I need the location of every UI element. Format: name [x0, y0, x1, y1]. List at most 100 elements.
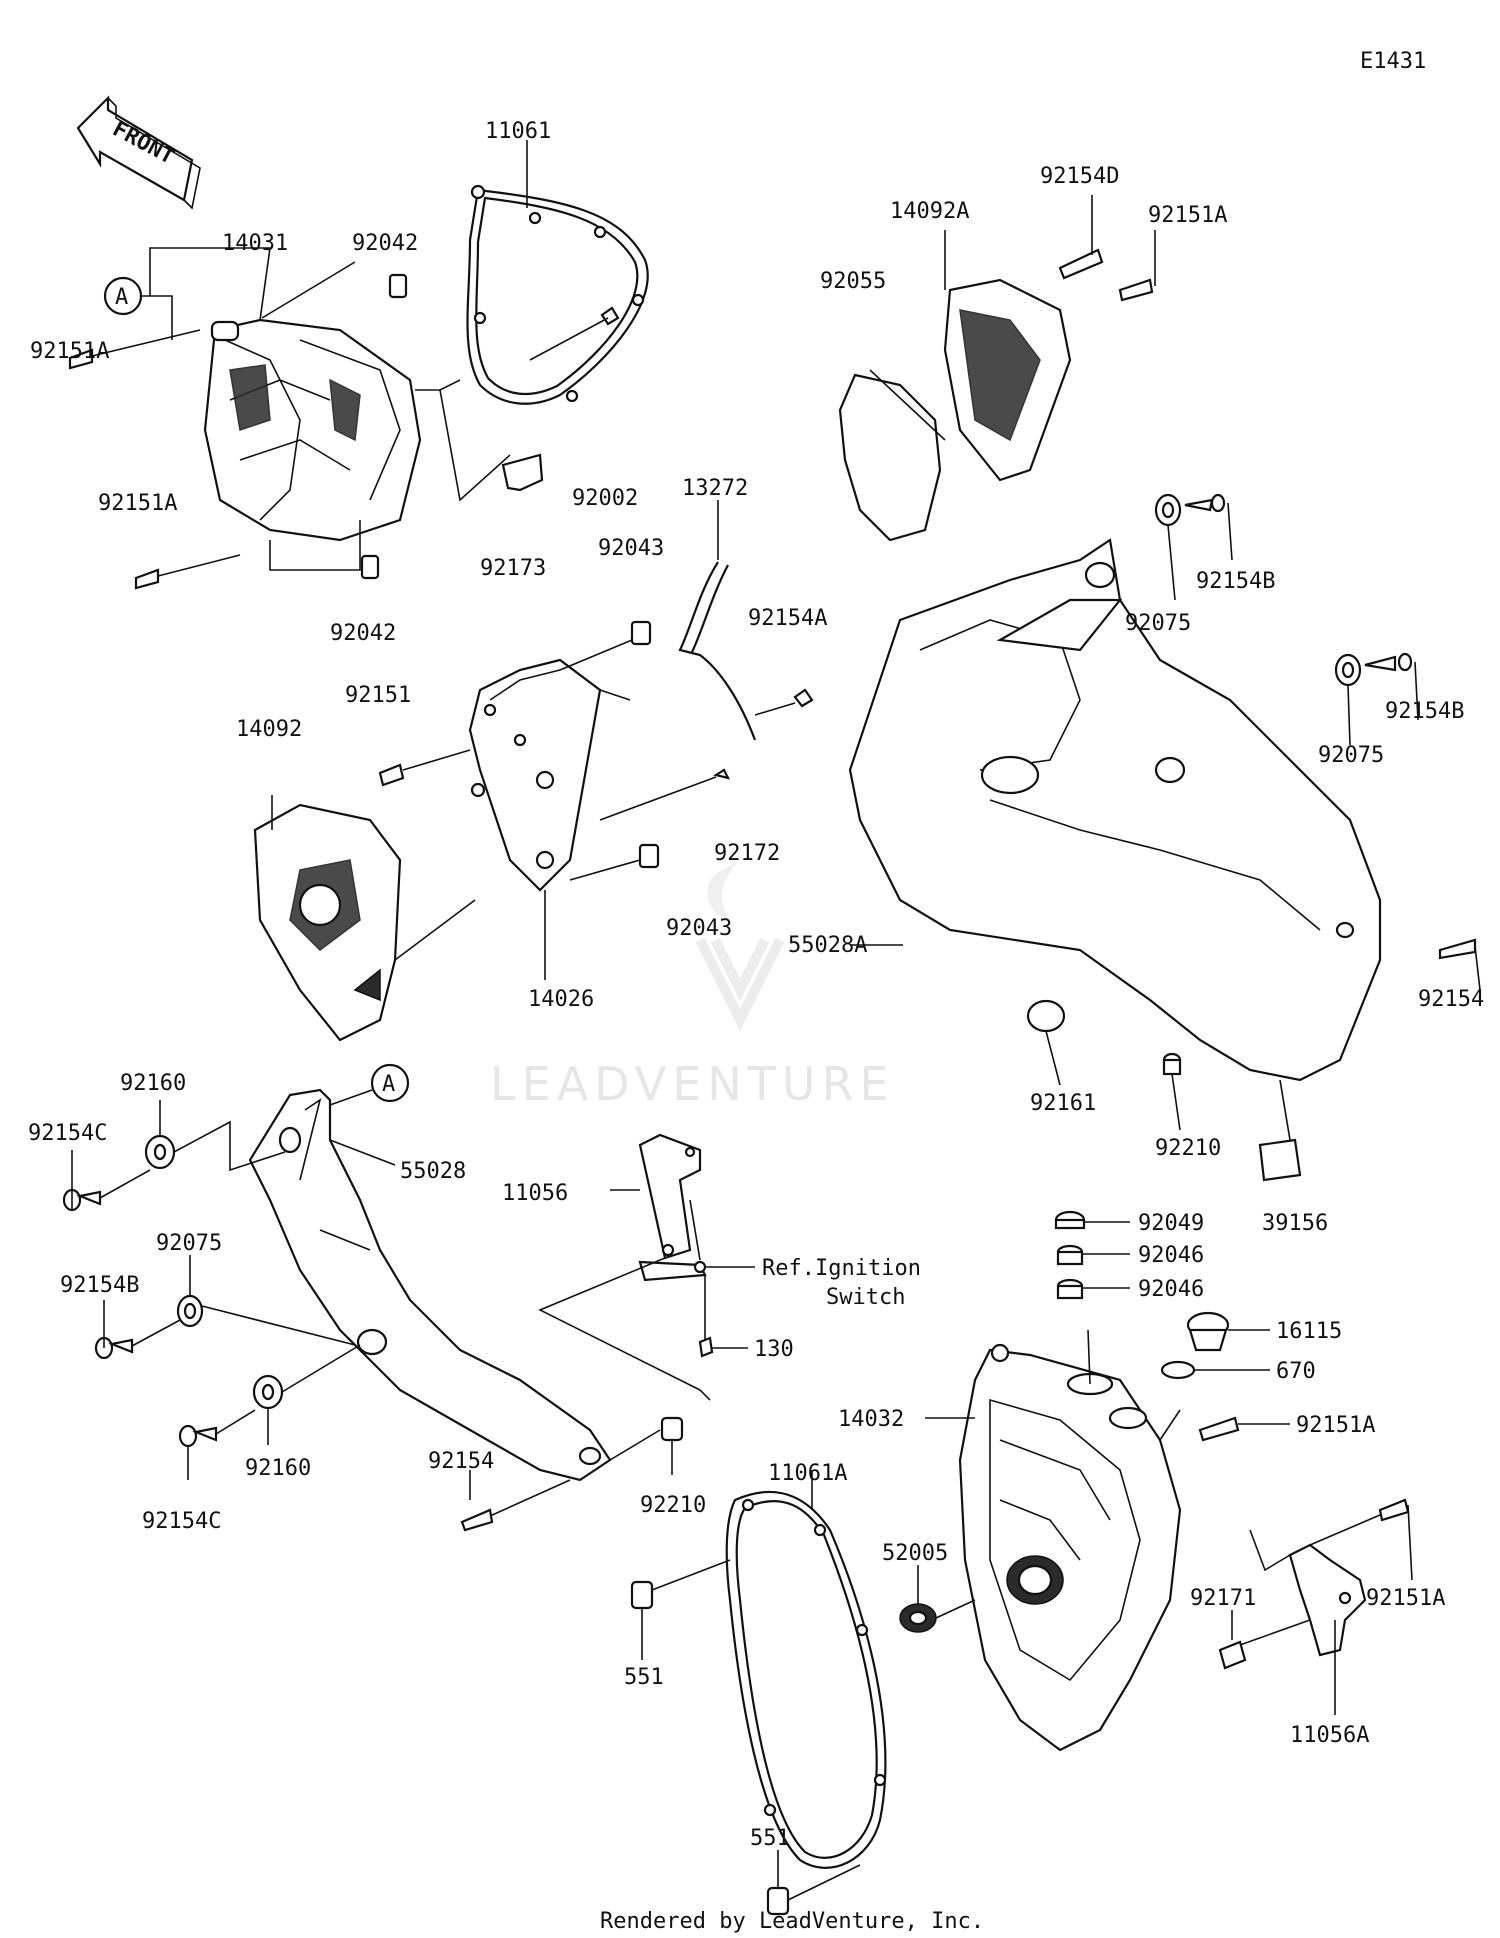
- label-92055: 92055: [820, 269, 886, 294]
- label-92173: 92173: [480, 556, 546, 581]
- label-92151: 92151: [345, 683, 411, 708]
- labels: 11061 14031 92042 92151A 92151A 92002 92…: [28, 119, 1484, 1851]
- label-92154B-3: 92154B: [60, 1273, 139, 1298]
- label-39156: 39156: [1262, 1211, 1328, 1236]
- label-11056: 11056: [502, 1181, 568, 1206]
- label-92161: 92161: [1030, 1091, 1096, 1116]
- gasket-11061: [466, 140, 649, 405]
- label-16115: 16115: [1276, 1319, 1342, 1344]
- label-14092: 14092: [236, 717, 302, 742]
- label-92151A-4: 92151A: [1296, 1413, 1375, 1438]
- callout-a-mid: A: [329, 1063, 410, 1106]
- label-92154D: 92154D: [1040, 164, 1119, 189]
- bolt-92172: [599, 768, 731, 821]
- label-92002: 92002: [572, 486, 638, 511]
- label-55028A: 55028A: [788, 933, 867, 958]
- bolt-92151A-4: [1198, 1416, 1290, 1442]
- bolt-92154C-1: [62, 1150, 151, 1212]
- bolt-92151A-3: [1118, 230, 1156, 302]
- label-11061A: 11061A: [768, 1461, 847, 1486]
- bolt-92154D: [1058, 195, 1104, 280]
- cover-14031: [149, 247, 511, 571]
- svg-text:A: A: [382, 1072, 395, 1097]
- bracket-14026: [468, 658, 631, 980]
- leadventure-watermark: LEADVENTURE: [490, 860, 889, 1111]
- label-92171: 92171: [1190, 1586, 1256, 1611]
- grommet-92161: [1026, 999, 1066, 1086]
- label-92210-r: 92210: [1155, 1136, 1221, 1161]
- bracket-11056: [538, 1133, 755, 1401]
- grommet-92160-2: [252, 1344, 361, 1445]
- label-92043-bot: 92043: [666, 916, 732, 941]
- label-130: 130: [754, 1337, 794, 1362]
- label-55028: 55028: [400, 1159, 466, 1184]
- label-92154-l: 92154: [428, 1449, 494, 1474]
- label-92042-top: 92042: [352, 231, 418, 256]
- label-92172: 92172: [714, 841, 780, 866]
- bolt-92151A-1: [68, 329, 201, 370]
- gasket-92055: [838, 369, 946, 542]
- bolt-92154C-2: [178, 1409, 256, 1480]
- grommet-92075-3: [176, 1255, 356, 1346]
- dowel-92042-top: [388, 273, 408, 299]
- seal-92049: [1054, 1210, 1130, 1230]
- bolt-92151A-5: [1309, 1498, 1413, 1581]
- dowel-92043-bot: [569, 843, 660, 881]
- label-92075-1: 92075: [1125, 611, 1191, 636]
- label-92160-2: 92160: [245, 1456, 311, 1481]
- label-92160-1: 92160: [120, 1071, 186, 1096]
- label-92151A-5: 92151A: [1366, 1586, 1445, 1611]
- ref-ignition-line1: Ref.Ignition: [762, 1256, 921, 1281]
- label-92154B-1: 92154B: [1196, 569, 1275, 594]
- label-92210-l: 92210: [640, 1493, 706, 1518]
- label-92049: 92049: [1138, 1211, 1204, 1236]
- label-14092A: 14092A: [890, 199, 969, 224]
- screw-130: [698, 1275, 748, 1358]
- cover-14092A: [943, 230, 1072, 482]
- label-92151A-3: 92151A: [1148, 203, 1227, 228]
- bolt-92154B-2: [1364, 652, 1419, 721]
- label-551-2: 551: [750, 1826, 790, 1851]
- gasket-11061A: [725, 1470, 887, 1869]
- label-92154B-2: 92154B: [1385, 699, 1464, 724]
- svg-text:A: A: [115, 285, 128, 310]
- gasket-13272: [678, 500, 757, 741]
- dowel-92043-top: [559, 620, 652, 671]
- bolt-92002: [529, 306, 620, 361]
- cover-14092: [253, 795, 476, 1042]
- label-14026: 14026: [528, 987, 594, 1012]
- ref-ignition-line2: Switch: [826, 1285, 905, 1310]
- bolt-92151: [378, 749, 471, 787]
- dowel-551-1: [630, 1559, 731, 1660]
- grommet-92075-1: [1154, 493, 1182, 601]
- spacer-39156: [1258, 1079, 1302, 1182]
- bolt-92154B-3: [94, 1300, 181, 1360]
- bolt-92154-r: [1438, 938, 1481, 991]
- label-92154C-2: 92154C: [142, 1509, 221, 1534]
- label-92075-3: 92075: [156, 1231, 222, 1256]
- cover-14032: [925, 1329, 1182, 1752]
- label-11056A: 11056A: [1290, 1723, 1369, 1748]
- bearing-92046-2: [1056, 1278, 1130, 1300]
- label-52005: 52005: [882, 1541, 948, 1566]
- bolt-92154A: [754, 688, 814, 716]
- label-92154-r: 92154: [1418, 987, 1484, 1012]
- grommet-92160-1: [144, 1100, 286, 1172]
- bolt-92154B-1: [1184, 493, 1233, 561]
- label-14031: 14031: [222, 231, 288, 256]
- label-92046-1: 92046: [1138, 1243, 1204, 1268]
- label-670: 670: [1276, 1359, 1316, 1384]
- bolt-92151A-2: [134, 554, 241, 590]
- oring-670: [1160, 1360, 1270, 1380]
- bearing-92046-1: [1056, 1244, 1130, 1266]
- diagram-code: E1431: [1360, 49, 1426, 74]
- label-92075-2: 92075: [1318, 743, 1384, 768]
- bracket-11056A: [1239, 1529, 1367, 1715]
- label-13272: 13272: [682, 476, 748, 501]
- label-92151A-2: 92151A: [98, 491, 177, 516]
- label-11061: 11061: [485, 119, 551, 144]
- collar-92210-r: [1162, 1052, 1182, 1131]
- clip-92171: [1218, 1610, 1247, 1670]
- collar-92210-l: [609, 1416, 684, 1475]
